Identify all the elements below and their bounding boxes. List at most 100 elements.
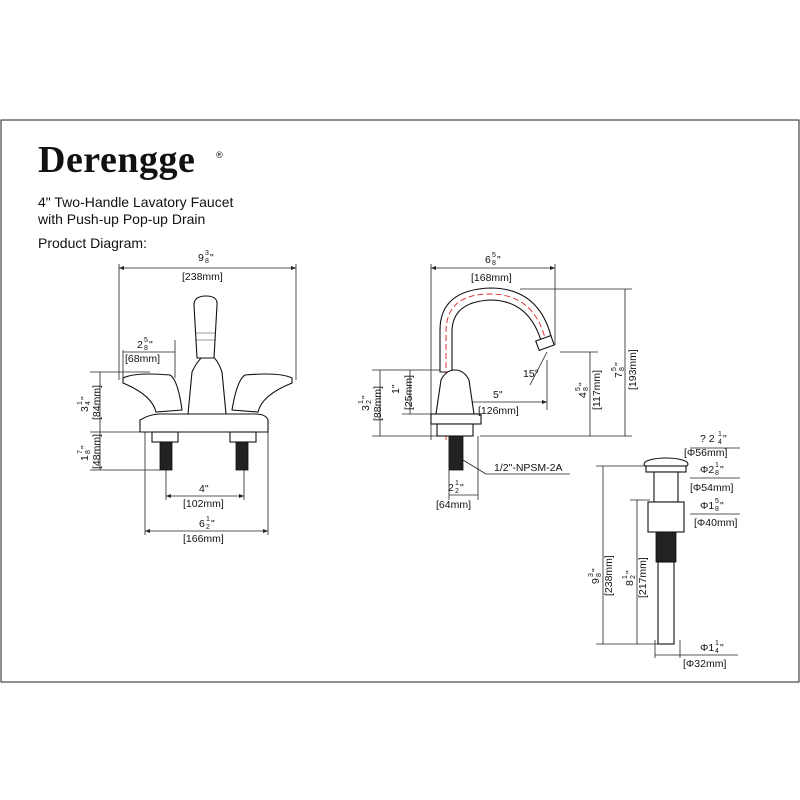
svg-text:[168mm]: [168mm]	[471, 272, 512, 284]
flange-diameter-dim: Φ2 1 8 " [Φ54mm]	[690, 462, 733, 494]
svg-text:2: 2	[630, 575, 637, 579]
right-shank	[235, 441, 249, 471]
side-body	[435, 369, 475, 415]
side-view: 6 5 8 " [168mm] 7 5 8 " [193mm] 4 5 8 " …	[358, 252, 639, 511]
base-height-dim: 1" [25mm]	[390, 375, 415, 410]
svg-text:": "	[590, 568, 602, 572]
svg-text:": "	[624, 570, 636, 574]
left-shank	[159, 441, 173, 471]
product-title-line1: 4" Two-Handle Lavatory Faucet	[38, 194, 233, 210]
svg-text:[Φ32mm]: [Φ32mm]	[683, 658, 726, 670]
left-shank-nut	[151, 431, 179, 443]
svg-text:4: 4	[577, 392, 589, 398]
base-width-dim: 6 1 2 " [166mm]	[183, 516, 224, 545]
drain-total-length-dim: 9 3 8 " [238mm]	[588, 555, 615, 596]
spout-clearance-dim: 4 5 8 " [117mm]	[575, 370, 603, 410]
svg-text:": "	[613, 362, 625, 366]
right-shank-nut	[229, 431, 257, 443]
svg-text:? 2: ? 2	[700, 433, 715, 445]
right-handle	[231, 373, 293, 413]
gooseneck-spout	[439, 287, 553, 373]
svg-text:5: 5	[575, 387, 582, 391]
svg-text:": "	[720, 464, 724, 476]
svg-text:8: 8	[144, 345, 148, 352]
svg-text:Φ1: Φ1	[700, 500, 714, 512]
svg-text:1: 1	[718, 431, 722, 438]
faucet-body	[187, 354, 227, 415]
spout-reach-dim: 6 5 8 " [168mm]	[471, 252, 512, 284]
svg-text:[117mm]: [117mm]	[591, 370, 603, 410]
svg-text:8: 8	[715, 470, 719, 477]
svg-text:Φ1: Φ1	[700, 642, 714, 654]
svg-text:4: 4	[85, 401, 92, 405]
svg-text:1": 1"	[390, 384, 402, 394]
svg-text:9: 9	[590, 578, 602, 584]
svg-text:3: 3	[588, 573, 595, 577]
svg-text:[Φ54mm]: [Φ54mm]	[690, 482, 733, 494]
svg-text:[48mm]: [48mm]	[91, 434, 103, 469]
cap-diameter-dim: ? 2 1 4 " [Φ56mm]	[684, 431, 727, 459]
svg-text:": "	[460, 482, 464, 494]
svg-text:2: 2	[137, 339, 143, 351]
svg-text:8: 8	[492, 260, 496, 267]
aerator	[535, 334, 555, 352]
svg-text:3: 3	[79, 406, 91, 412]
product-diagram-label: Product Diagram:	[38, 235, 147, 251]
drain-tailpiece	[657, 561, 675, 645]
base-diameter-dim: 2 1 2 " [64mm]	[436, 480, 471, 511]
svg-text:2: 2	[448, 482, 454, 494]
brand-logo: Derengge	[38, 139, 195, 181]
center-spacing-label: 4"	[199, 483, 209, 495]
svg-text:6: 6	[485, 254, 491, 266]
svg-text:8: 8	[619, 367, 626, 371]
center-spacing-metric: [102mm]	[183, 498, 224, 510]
drain-flange	[653, 471, 679, 503]
svg-text:5: 5	[144, 337, 148, 344]
svg-text:8: 8	[624, 580, 636, 586]
drain-thread	[655, 531, 677, 563]
body-height-dim: 3 1 2 " [88mm]	[358, 386, 384, 421]
svg-text:1: 1	[358, 400, 365, 404]
svg-text:1: 1	[715, 640, 719, 647]
svg-text:": "	[210, 252, 214, 264]
svg-text:[217mm]: [217mm]	[637, 557, 649, 598]
svg-text:2: 2	[366, 400, 373, 404]
svg-text:[68mm]: [68mm]	[125, 353, 160, 365]
svg-text:7: 7	[613, 372, 625, 378]
svg-text:8: 8	[715, 506, 719, 513]
svg-text:Φ2: Φ2	[700, 464, 714, 476]
svg-text:2: 2	[455, 488, 459, 495]
svg-text:8: 8	[596, 573, 603, 577]
svg-text:7: 7	[77, 450, 84, 454]
svg-text:[Φ56mm]: [Φ56mm]	[684, 447, 727, 459]
shank-length-dim: 1 7 8 " [48mm]	[77, 434, 103, 469]
spout-neck	[193, 295, 218, 359]
handle-height-dim: 3 1 4 " [84mm]	[77, 385, 103, 420]
svg-text:1: 1	[715, 462, 719, 469]
svg-text:1: 1	[206, 516, 210, 523]
water-path-line	[445, 293, 547, 440]
svg-text:": "	[577, 382, 589, 386]
page-border	[0, 119, 800, 683]
front-view: 9 3 8 " [238mm] 2 5 8 " [68mm] 3 1 4 " […	[77, 250, 297, 545]
side-nut	[436, 423, 474, 437]
drain-nut	[647, 501, 685, 533]
svg-text:3: 3	[205, 250, 209, 257]
tail-diameter-dim: Φ1 1 4 " [Φ32mm]	[683, 640, 726, 670]
faucet-base	[139, 413, 269, 433]
svg-text:": "	[720, 642, 724, 654]
handle-width-dim: 2 5 8 " [68mm]	[125, 337, 160, 365]
svg-text:8: 8	[85, 450, 92, 454]
svg-text:3: 3	[360, 405, 372, 411]
side-base	[430, 413, 482, 425]
overall-width-dim: 9 3 8 " [238mm]	[182, 250, 223, 283]
svg-text:1: 1	[622, 575, 629, 579]
product-title-line2: with Push-up Pop-up Drain	[37, 211, 205, 227]
svg-text:5: 5	[492, 252, 496, 259]
svg-text:1: 1	[79, 455, 91, 461]
svg-text:[88mm]: [88mm]	[372, 386, 384, 421]
brand-registered-mark: ®	[216, 150, 223, 160]
svg-text:": "	[497, 254, 501, 266]
thread-spec-label: 1/2"-NPSM-2A	[494, 462, 563, 474]
side-shank	[448, 435, 464, 471]
